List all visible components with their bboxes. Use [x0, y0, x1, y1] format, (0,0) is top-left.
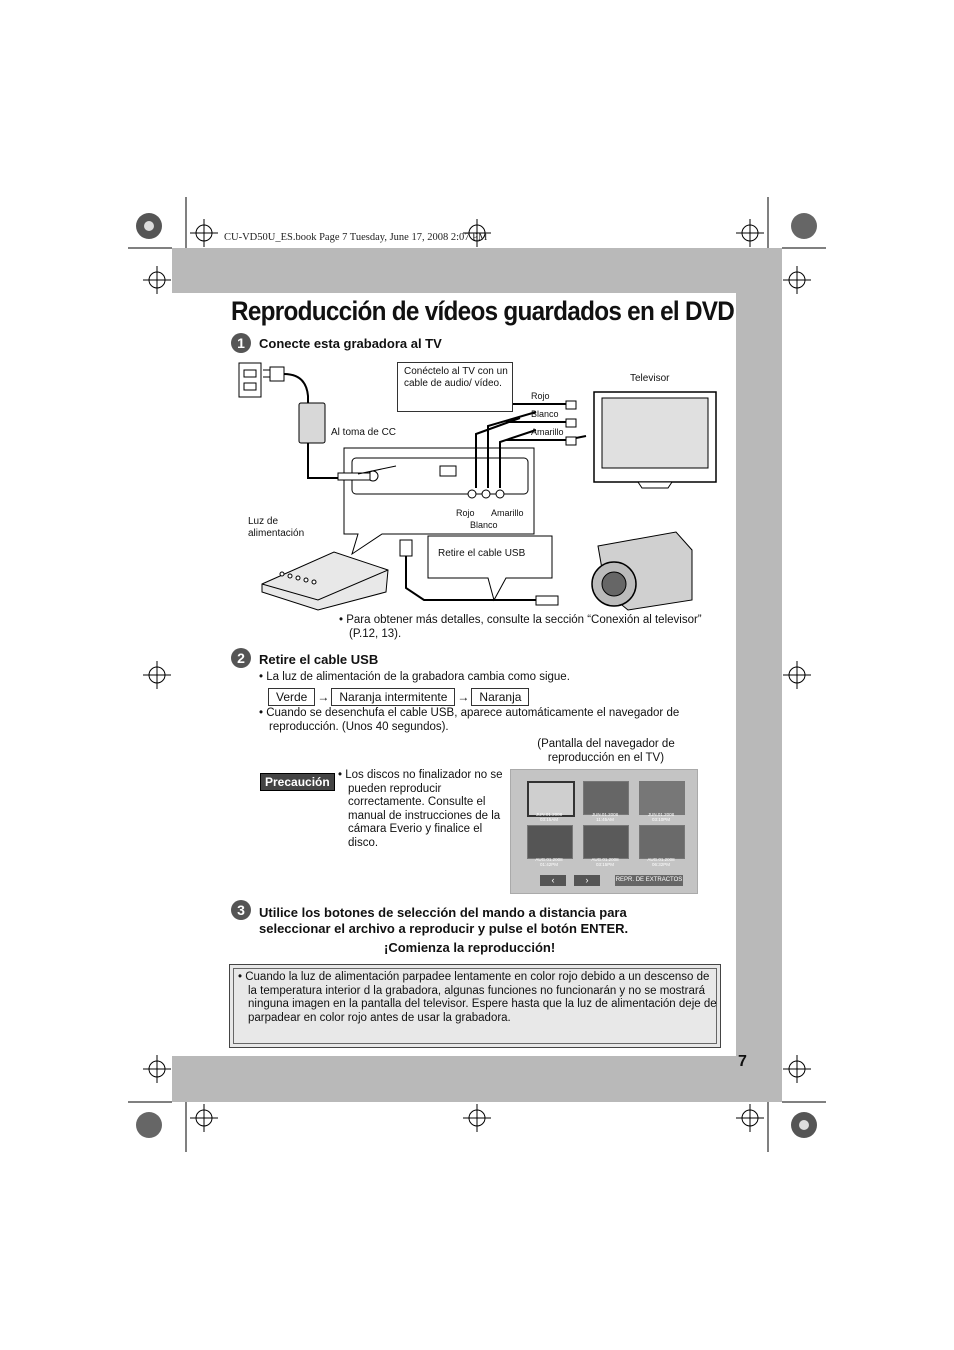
step-2-number: 2 [231, 648, 251, 668]
precaution-text: • Los discos no finalizador no se pueden… [338, 769, 503, 849]
callout-connect-text: Conéctelo al TV con un cable de audio/ v… [404, 366, 508, 389]
step-2-bullet-1: • La luz de alimentación de la grabadora… [259, 671, 570, 683]
thumb-date-5: AUG.01.2008 03:15PM [591, 857, 619, 867]
navigator-caption: (Pantalla del navegador de reproducción … [537, 738, 675, 764]
thumbnail-1[interactable] [527, 781, 575, 817]
connection-diagram [238, 362, 717, 611]
label-blanco: Blanco [531, 409, 559, 419]
step-3-number: 3 [231, 900, 251, 920]
note-inner [233, 968, 717, 1044]
nav-prev-icon[interactable]: ‹ [540, 875, 566, 886]
step-1-bullet: • Para obtener más detalles, consulte la… [339, 614, 702, 640]
thumb-date-1: JUN.01.2008 03:15AM [535, 812, 563, 822]
label-jack-rojo: Rojo [456, 508, 475, 518]
thumb-date-4: AUG.01.2008 01:42PM [535, 857, 563, 867]
thumbnail-5[interactable] [583, 825, 629, 859]
label-amarillo: Amarillo [531, 427, 564, 437]
precaution-label: Precaución [260, 773, 335, 791]
step-2-bullet-2: • Cuando se desenchufa el cable USB, apa… [259, 707, 680, 733]
highlights-button[interactable]: REPR. DE EXTRACTOS [615, 875, 683, 886]
thumbnail-2[interactable] [583, 781, 629, 815]
state-verde: Verde [268, 688, 316, 706]
navigator-screen: JUN.01.2008 03:15AM JUN.01.2008 11:45AM … [510, 769, 698, 894]
arrow-icon: → [457, 690, 470, 704]
arrow-icon: → [317, 690, 330, 704]
step-3-result: ¡Comienza la reproducción! [384, 940, 556, 955]
label-ac: Al toma de CC [331, 427, 397, 438]
step-3-heading: Utilice los botones de selección del man… [259, 905, 629, 936]
thumbnail-3[interactable] [639, 781, 685, 815]
label-jack-amarillo: Amarillo [491, 508, 524, 518]
label-jack-blanco: Blanco [470, 520, 498, 530]
state-naranja: Naranja [471, 688, 530, 706]
note-text: • Cuando la luz de alimentación parpadee… [238, 971, 717, 1024]
print-header: CU-VD50U_ES.book Page 7 Tuesday, June 17… [224, 232, 488, 243]
label-luz: Luz de alimentación [248, 516, 305, 539]
step-2-heading: Retire el cable USB [259, 652, 379, 667]
step-1-number: 1 [231, 333, 251, 353]
nav-next-icon[interactable]: › [574, 875, 600, 886]
thumb-date-6: AUG.01.2008 06:32PM [647, 857, 675, 867]
thumb-date-2: JUN.01.2008 11:45AM [591, 812, 619, 822]
state-naranja-intermitente: Naranja intermitente [331, 688, 456, 706]
page-title: Reproducción de vídeos guardados en el D… [231, 296, 735, 326]
callout-connect [397, 362, 513, 412]
thumbnail-6[interactable] [639, 825, 685, 859]
thumbnail-4[interactable] [527, 825, 573, 859]
note-box: • Cuando la luz de alimentación parpadee… [229, 964, 721, 1048]
status-sequence: Verde→Naranja intermitente→Naranja [268, 688, 530, 706]
step-1-heading: Conecte esta grabadora al TV [259, 336, 442, 351]
callout-usb-text: Retire el cable USB [438, 548, 526, 559]
label-rojo: Rojo [531, 391, 550, 401]
label-televisor: Televisor [630, 373, 670, 384]
page-number: 7 [738, 1053, 747, 1070]
thumb-date-3: JUN.01.2008 03:10PM [647, 812, 675, 822]
